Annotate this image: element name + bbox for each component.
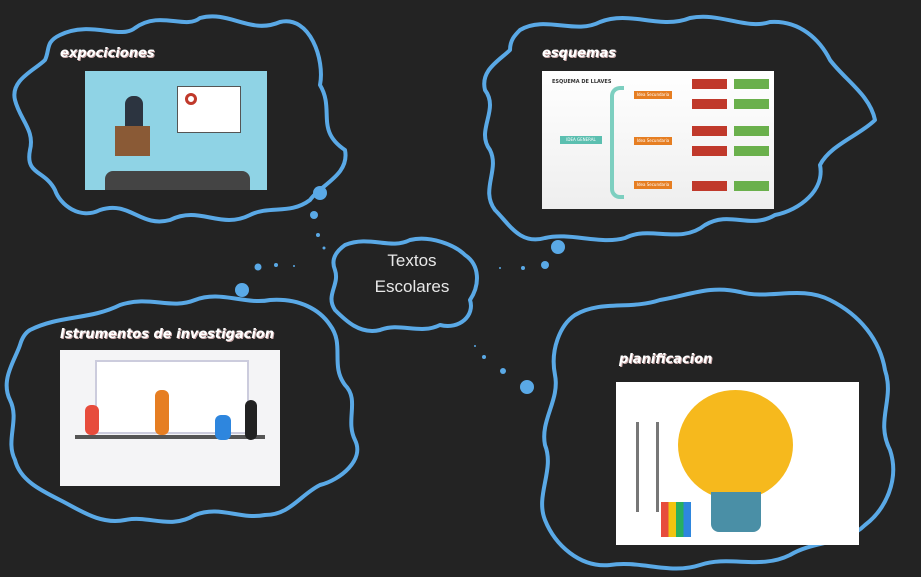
presentation-image: [85, 71, 267, 190]
node-label-esquemas: esquemas: [542, 46, 616, 61]
central-topic-line2: Escolares: [374, 277, 450, 296]
cloud-center: [329, 236, 479, 333]
cloud-expociciones: [12, 14, 348, 224]
connector-bubbles: [235, 186, 565, 394]
esquema-secondary-3: Idea Secundaria: [634, 181, 672, 189]
esquema-secondary-1: Idea Secundaria: [634, 91, 672, 99]
team-research-image: [60, 350, 280, 486]
node-label-planificacion: planificacion: [619, 352, 713, 367]
esquema-secondary-2: Idea Secundaria: [634, 137, 672, 145]
central-topic: Textos Escolares: [352, 248, 472, 300]
lightbulb-planning-image: [616, 382, 859, 545]
node-label-expociciones: expociciones: [60, 46, 155, 61]
brace-diagram-image: ESQUEMA DE LLAVES IDEA GENERAL Idea Secu…: [542, 71, 774, 209]
esquema-title: ESQUEMA DE LLAVES: [552, 79, 612, 85]
esquema-general: IDEA GENERAL: [560, 136, 602, 144]
cloud-instrumentos: [4, 294, 360, 524]
cloud-esquemas: [482, 14, 877, 243]
node-label-instrumentos: Istrumentos de investigacion: [60, 327, 274, 342]
central-topic-line1: Textos: [387, 251, 437, 270]
